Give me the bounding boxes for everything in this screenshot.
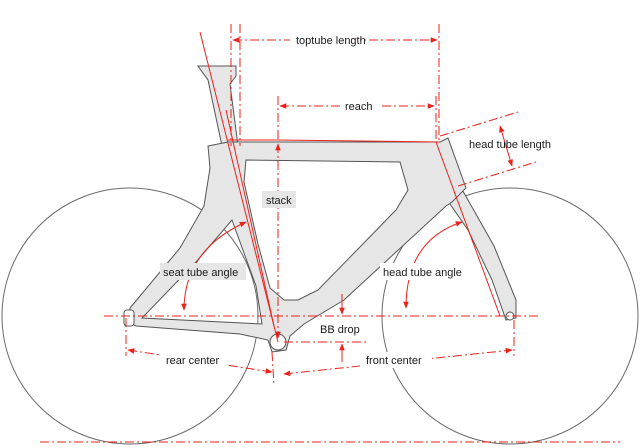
head-tube-length-dim — [499, 125, 513, 167]
head-tube-angle-arc — [403, 221, 463, 309]
seat-tube-line — [199, 31, 279, 343]
seat-tube-angle-arc — [181, 221, 247, 311]
toptube-length-label: toptube length — [296, 35, 366, 47]
head-tube-line — [435, 141, 501, 317]
seat-tube-angle-label: seat tube angle — [163, 267, 238, 279]
fork — [445, 185, 517, 321]
head-tube-ext-top — [439, 111, 519, 137]
stack-label: stack — [266, 195, 292, 207]
rear-center-label: rear center — [166, 355, 220, 367]
seatpost — [197, 65, 239, 147]
head-tube-ext-bottom — [457, 161, 537, 187]
frame — [127, 137, 467, 353]
head-tube-length-label: head tube length — [469, 139, 551, 151]
head-tube-angle-label: head tube angle — [383, 267, 462, 279]
reach-label: reach — [345, 101, 373, 113]
bb-drop-label: BB drop — [320, 324, 360, 336]
seat-tube-line-alt — [225, 109, 275, 327]
front-center-label: front center — [366, 355, 422, 367]
top-tube-line — [228, 139, 441, 143]
seat-tube-ground-ref — [271, 351, 275, 387]
